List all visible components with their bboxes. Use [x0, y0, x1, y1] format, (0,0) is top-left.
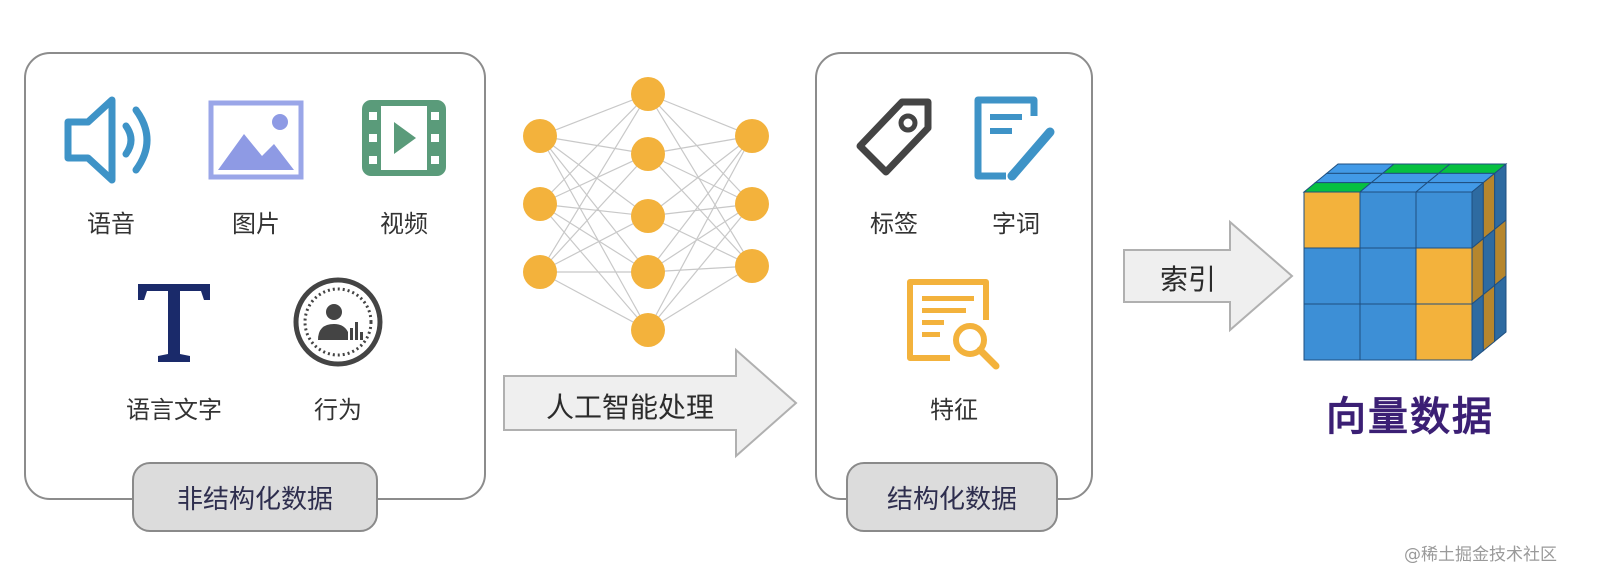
nn-edge [539, 135, 649, 273]
word-label: 字词 [992, 210, 1040, 238]
nn-edge [647, 215, 753, 267]
nn-edge [647, 93, 753, 137]
index-label: 索引 [1160, 263, 1217, 296]
cube-side-face [1471, 293, 1484, 362]
nn-edge [647, 265, 753, 273]
nn-edge [647, 203, 753, 273]
cube-front-face [1359, 247, 1417, 305]
picture-icon [208, 100, 304, 180]
nn-edge [647, 203, 753, 331]
structured-data-box [815, 52, 1093, 500]
nn-node [631, 313, 665, 347]
nn-node [523, 255, 557, 289]
text-label: 语言文字 [126, 396, 222, 424]
cube-front-face [1415, 191, 1473, 249]
nn-edge [647, 135, 753, 217]
cube-front-face [1303, 191, 1361, 249]
nn-edge [539, 135, 649, 155]
cube-side-face [1494, 162, 1507, 231]
unstructured-data-label: 非结构化数据 [132, 462, 378, 532]
cube-side-face [1494, 274, 1507, 343]
document-search-icon [907, 279, 1000, 370]
nn-edge [539, 93, 649, 273]
edit-document-icon [974, 96, 1055, 181]
cube-side-face [1494, 218, 1507, 287]
index-arrow [1123, 219, 1294, 333]
nn-edge [539, 93, 649, 205]
nn-node [631, 137, 665, 171]
cube-front-face [1303, 303, 1361, 361]
nn-node [631, 255, 665, 289]
behavior-label: 行为 [314, 396, 362, 424]
ai-process-arrow [503, 347, 798, 459]
nn-edge [647, 265, 753, 331]
nn-edge [647, 93, 753, 267]
letter-t-icon [138, 284, 210, 362]
cube-front-face [1415, 247, 1473, 305]
nn-edge [539, 135, 649, 217]
nn-node [523, 187, 557, 221]
nn-edge [647, 135, 753, 155]
cube-side-face [1471, 237, 1484, 306]
vector-cube-icon [1302, 162, 1508, 362]
nn-edge [539, 135, 649, 331]
nn-edge [539, 271, 649, 331]
nn-edge [539, 153, 649, 205]
nn-node [523, 119, 557, 153]
nn-node [735, 187, 769, 221]
film-icon [362, 100, 446, 176]
nn-edge [647, 135, 753, 273]
nn-edge [539, 203, 649, 331]
structured-data-label: 结构化数据 [846, 462, 1058, 532]
cube-front-face [1303, 247, 1361, 305]
speaker-icon [64, 96, 151, 184]
nn-node [735, 119, 769, 153]
nn-edge [647, 135, 753, 331]
audio-label: 语音 [87, 210, 135, 238]
image-label: 图片 [232, 210, 280, 238]
tag-icon [856, 98, 932, 176]
ai-process-label: 人工智能处理 [546, 391, 715, 424]
nn-edge [539, 215, 649, 273]
nn-node [631, 77, 665, 111]
nn-edge [647, 93, 753, 205]
cube-side-face [1482, 228, 1496, 296]
watermark: @稀土掘金技术社区 [1404, 545, 1557, 565]
nn-edge [647, 153, 753, 205]
vector-data-title: 向量数据 [1326, 394, 1494, 440]
feature-label: 特征 [930, 396, 978, 424]
cube-side-face [1482, 172, 1496, 240]
nn-edge [647, 203, 753, 217]
user-circle-icon [293, 277, 383, 367]
nn-node [735, 249, 769, 283]
nn-edge [539, 153, 649, 273]
tag-label: 标签 [870, 210, 918, 238]
nn-node [631, 199, 665, 233]
cube-front-face [1359, 191, 1417, 249]
video-label: 视频 [380, 210, 428, 238]
cube-front-face [1359, 303, 1417, 361]
cube-side-face [1482, 284, 1496, 352]
nn-edge [539, 93, 649, 137]
nn-edge [539, 203, 649, 217]
neural-network-icon [523, 77, 769, 347]
nn-edge [539, 203, 649, 273]
cube-side-face [1471, 181, 1484, 250]
cube-front-face [1415, 303, 1473, 361]
